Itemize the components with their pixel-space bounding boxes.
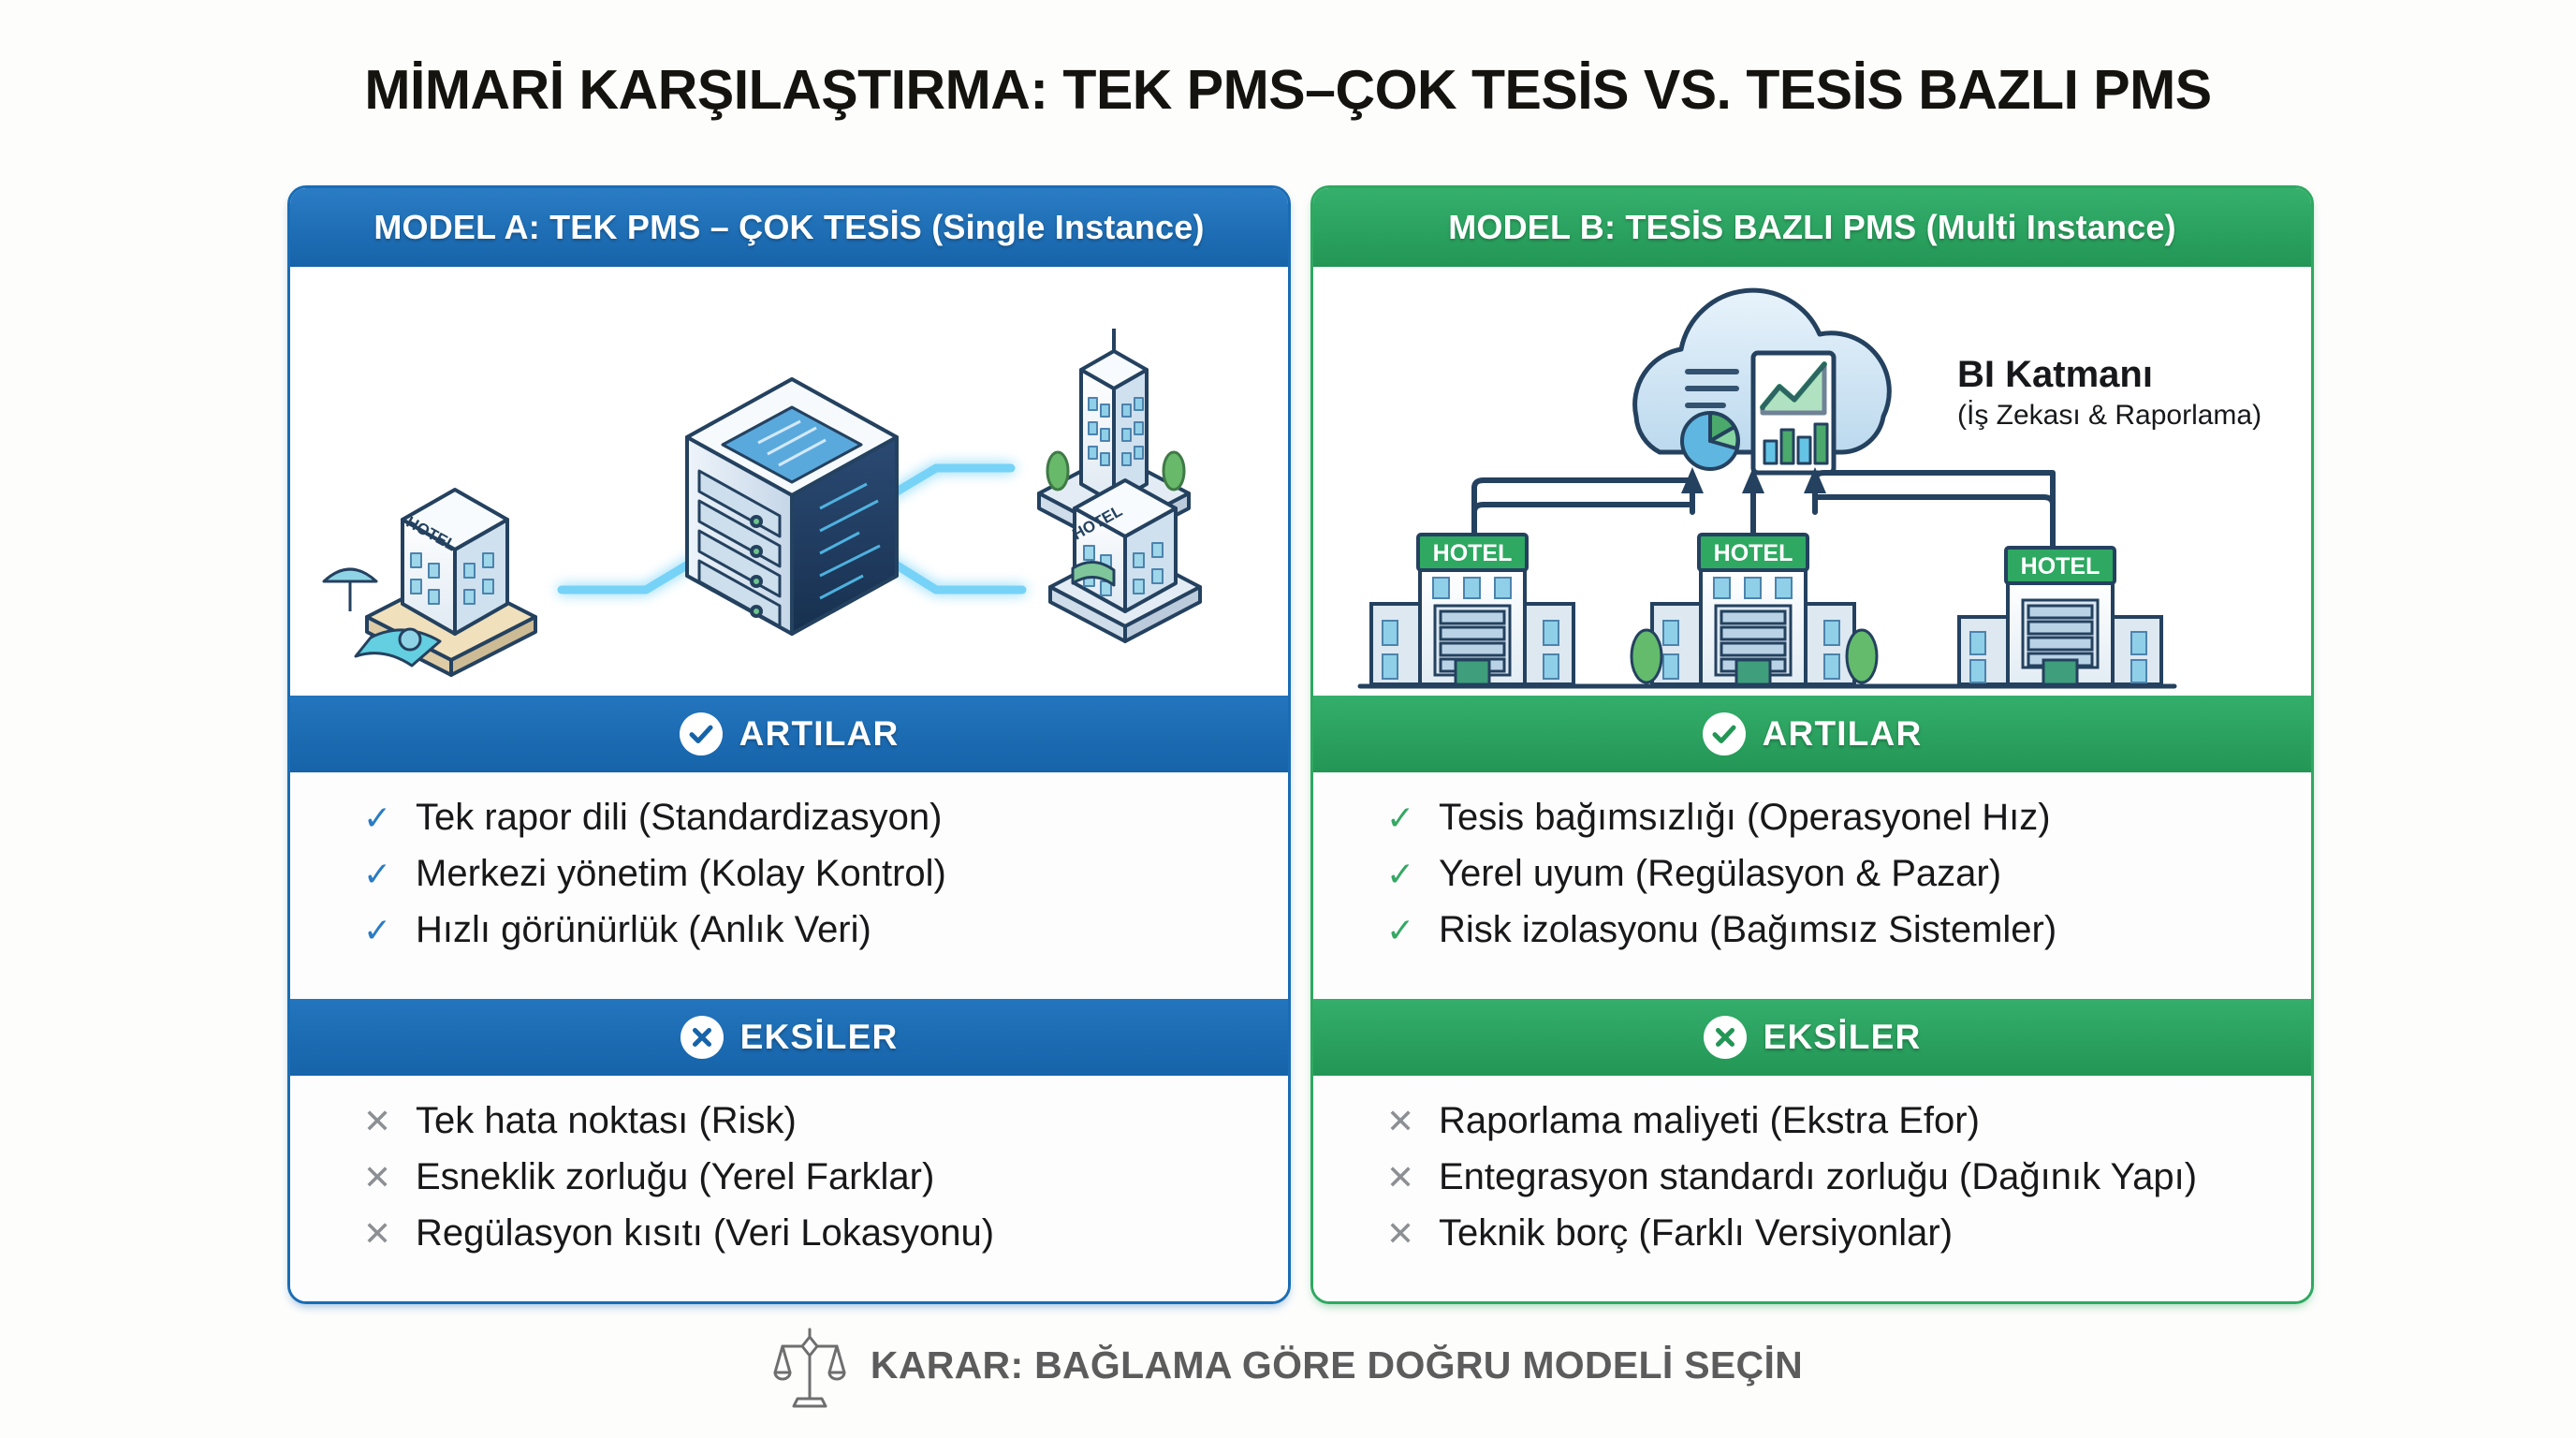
list-item: ✓ Merkezi yönetim (Kolay Kontrol) xyxy=(363,853,1288,909)
cons-section-bar-b: EKSİLER xyxy=(1313,998,2311,1076)
scales-of-justice-icon xyxy=(773,1322,846,1408)
list-item-label: Hızlı görünürlük (Anlık Veri) xyxy=(416,909,871,950)
pie-chart xyxy=(1680,410,1740,471)
illustration-multi-instance: BI Katmanı (İş Zekası & Raporlama) xyxy=(1313,267,2311,696)
panel-model-b: MODEL B: TESİS BAZLI PMS (Multi Instance… xyxy=(1310,185,2314,1304)
x-mark-icon: ✕ xyxy=(363,1101,392,1140)
panel-a-header: MODEL A: TEK PMS – ÇOK TESİS (Single Ins… xyxy=(290,188,1288,267)
in-property-server-rack xyxy=(2021,598,2100,669)
list-item: ✓ Risk izolasyonu (Bağımsız Sistemler) xyxy=(1386,909,2311,965)
list-item-label: Tek rapor dili (Standardizasyon) xyxy=(416,797,943,838)
pros-heading-b: ARTILAR xyxy=(1762,714,1923,753)
check-mark-icon: ✓ xyxy=(363,855,392,893)
list-item: ✓ Tesis bağımsızlığı (Operasyonel Hız) xyxy=(1386,797,2311,853)
x-circle-icon xyxy=(680,1015,724,1059)
list-item-label: Regülasyon kısıtı (Veri Lokasyonu) xyxy=(416,1211,995,1254)
in-property-server-rack xyxy=(1433,604,1512,677)
list-item: ✕ Regülasyon kısıtı (Veri Lokasyonu) xyxy=(363,1212,1288,1269)
list-item-label: Merkezi yönetim (Kolay Kontrol) xyxy=(416,853,946,894)
list-item: ✓ Yerel uyum (Regülasyon & Pazar) xyxy=(1386,853,2311,909)
central-server-rack xyxy=(685,377,899,636)
page-title: MİMARİ KARŞILAŞTIRMA: TEK PMS–ÇOK TESİS … xyxy=(364,59,2212,121)
list-item-label: Risk izolasyonu (Bağımsız Sistemler) xyxy=(1439,909,2057,950)
x-circle-icon xyxy=(1703,1015,1747,1059)
cons-list-a: ✕ Tek hata noktası (Risk) ✕ Esneklik zor… xyxy=(290,1075,1288,1301)
list-item-label: Entegrasyon standardı zorluğu (Dağınık Y… xyxy=(1439,1155,2198,1197)
svg-text:HOTEL: HOTEL xyxy=(2021,553,2100,580)
panel-model-a: MODEL A: TEK PMS – ÇOK TESİS (Single Ins… xyxy=(287,185,1291,1304)
bi-cloud xyxy=(1632,287,1892,476)
list-item: ✓ Tek rapor dili (Standardizasyon) xyxy=(363,797,1288,853)
boutique-hotel-property: HOTEL xyxy=(1048,478,1202,643)
list-item-label: Yerel uyum (Regülasyon & Pazar) xyxy=(1439,853,2002,894)
list-item: ✓ Hızlı görünürlük (Anlık Veri) xyxy=(363,909,1288,965)
cons-heading-b: EKSİLER xyxy=(1763,1017,1922,1056)
list-item: ✕ Esneklik zorluğu (Yerel Farklar) xyxy=(363,1156,1288,1212)
beach-hotel-property: HOTEL xyxy=(322,488,537,677)
check-mark-icon: ✓ xyxy=(1386,911,1415,949)
check-mark-icon: ✓ xyxy=(1386,855,1415,893)
x-mark-icon: ✕ xyxy=(1386,1213,1415,1253)
pros-list-a: ✓ Tek rapor dili (Standardizasyon) ✓ Mer… xyxy=(290,772,1288,999)
hotel-instance-2: HOTEL xyxy=(1630,533,1879,686)
footer-decision-banner: KARAR: BAĞLAMA GÖRE DOĞRU MODELİ SEÇİN xyxy=(0,1322,2576,1408)
list-item-label: Tek hata noktası (Risk) xyxy=(416,1099,797,1141)
list-item-label: Raporlama maliyeti (Ekstra Efor) xyxy=(1439,1099,1980,1141)
list-item: ✕ Tek hata noktası (Risk) xyxy=(363,1100,1288,1156)
list-item-label: Tesis bağımsızlığı (Operasyonel Hız) xyxy=(1439,797,2051,838)
list-item: ✕ Teknik borç (Farklı Versiyonlar) xyxy=(1386,1212,2311,1269)
cons-heading-a: EKSİLER xyxy=(739,1017,899,1056)
list-item-label: Teknik borç (Farklı Versiyonlar) xyxy=(1439,1211,1954,1254)
pros-section-bar-b: ARTILAR xyxy=(1313,696,2311,772)
check-mark-icon: ✓ xyxy=(363,799,392,837)
illustration-single-instance: HOTEL xyxy=(290,267,1288,696)
list-item-label: Esneklik zorluğu (Yerel Farklar) xyxy=(416,1155,935,1197)
pros-heading-a: ARTILAR xyxy=(739,714,900,753)
footer-label: KARAR: BAĞLAMA GÖRE DOĞRU MODELİ SEÇİN xyxy=(870,1343,1804,1387)
tree xyxy=(1046,450,1186,492)
x-mark-icon: ✕ xyxy=(1386,1101,1415,1140)
check-circle-icon xyxy=(1702,712,1746,756)
x-mark-icon: ✕ xyxy=(363,1213,392,1253)
check-mark-icon: ✓ xyxy=(1386,799,1415,837)
chart-panel xyxy=(1750,350,1837,476)
cons-list-b: ✕ Raporlama maliyeti (Ekstra Efor) ✕ Ent… xyxy=(1313,1075,2311,1301)
list-item: ✕ Entegrasyon standardı zorluğu (Dağınık… xyxy=(1386,1156,2311,1212)
svg-text:HOTEL: HOTEL xyxy=(1433,540,1513,566)
check-mark-icon: ✓ xyxy=(363,911,392,949)
bi-layer-subtitle: (İş Zekası & Raporlama) xyxy=(1957,400,2261,431)
panel-b-header: MODEL B: TESİS BAZLI PMS (Multi Instance… xyxy=(1313,188,2311,267)
bi-layer-title: BI Katmanı xyxy=(1957,354,2153,395)
list-item: ✕ Raporlama maliyeti (Ekstra Efor) xyxy=(1386,1100,2311,1156)
arrow-heads xyxy=(1681,467,1826,493)
svg-text:HOTEL: HOTEL xyxy=(1714,540,1793,566)
cons-section-bar-a: EKSİLER xyxy=(290,998,1288,1076)
pros-list-b: ✓ Tesis bağımsızlığı (Operasyonel Hız) ✓… xyxy=(1313,772,2311,999)
hotel-instance-3: HOTEL xyxy=(1957,546,2163,686)
pros-section-bar-a: ARTILAR xyxy=(290,696,1288,772)
x-mark-icon: ✕ xyxy=(1386,1157,1415,1196)
check-circle-icon xyxy=(679,712,723,756)
x-mark-icon: ✕ xyxy=(363,1157,392,1196)
hotel-instance-1: HOTEL xyxy=(1369,533,1575,686)
beach-umbrella xyxy=(322,567,378,611)
